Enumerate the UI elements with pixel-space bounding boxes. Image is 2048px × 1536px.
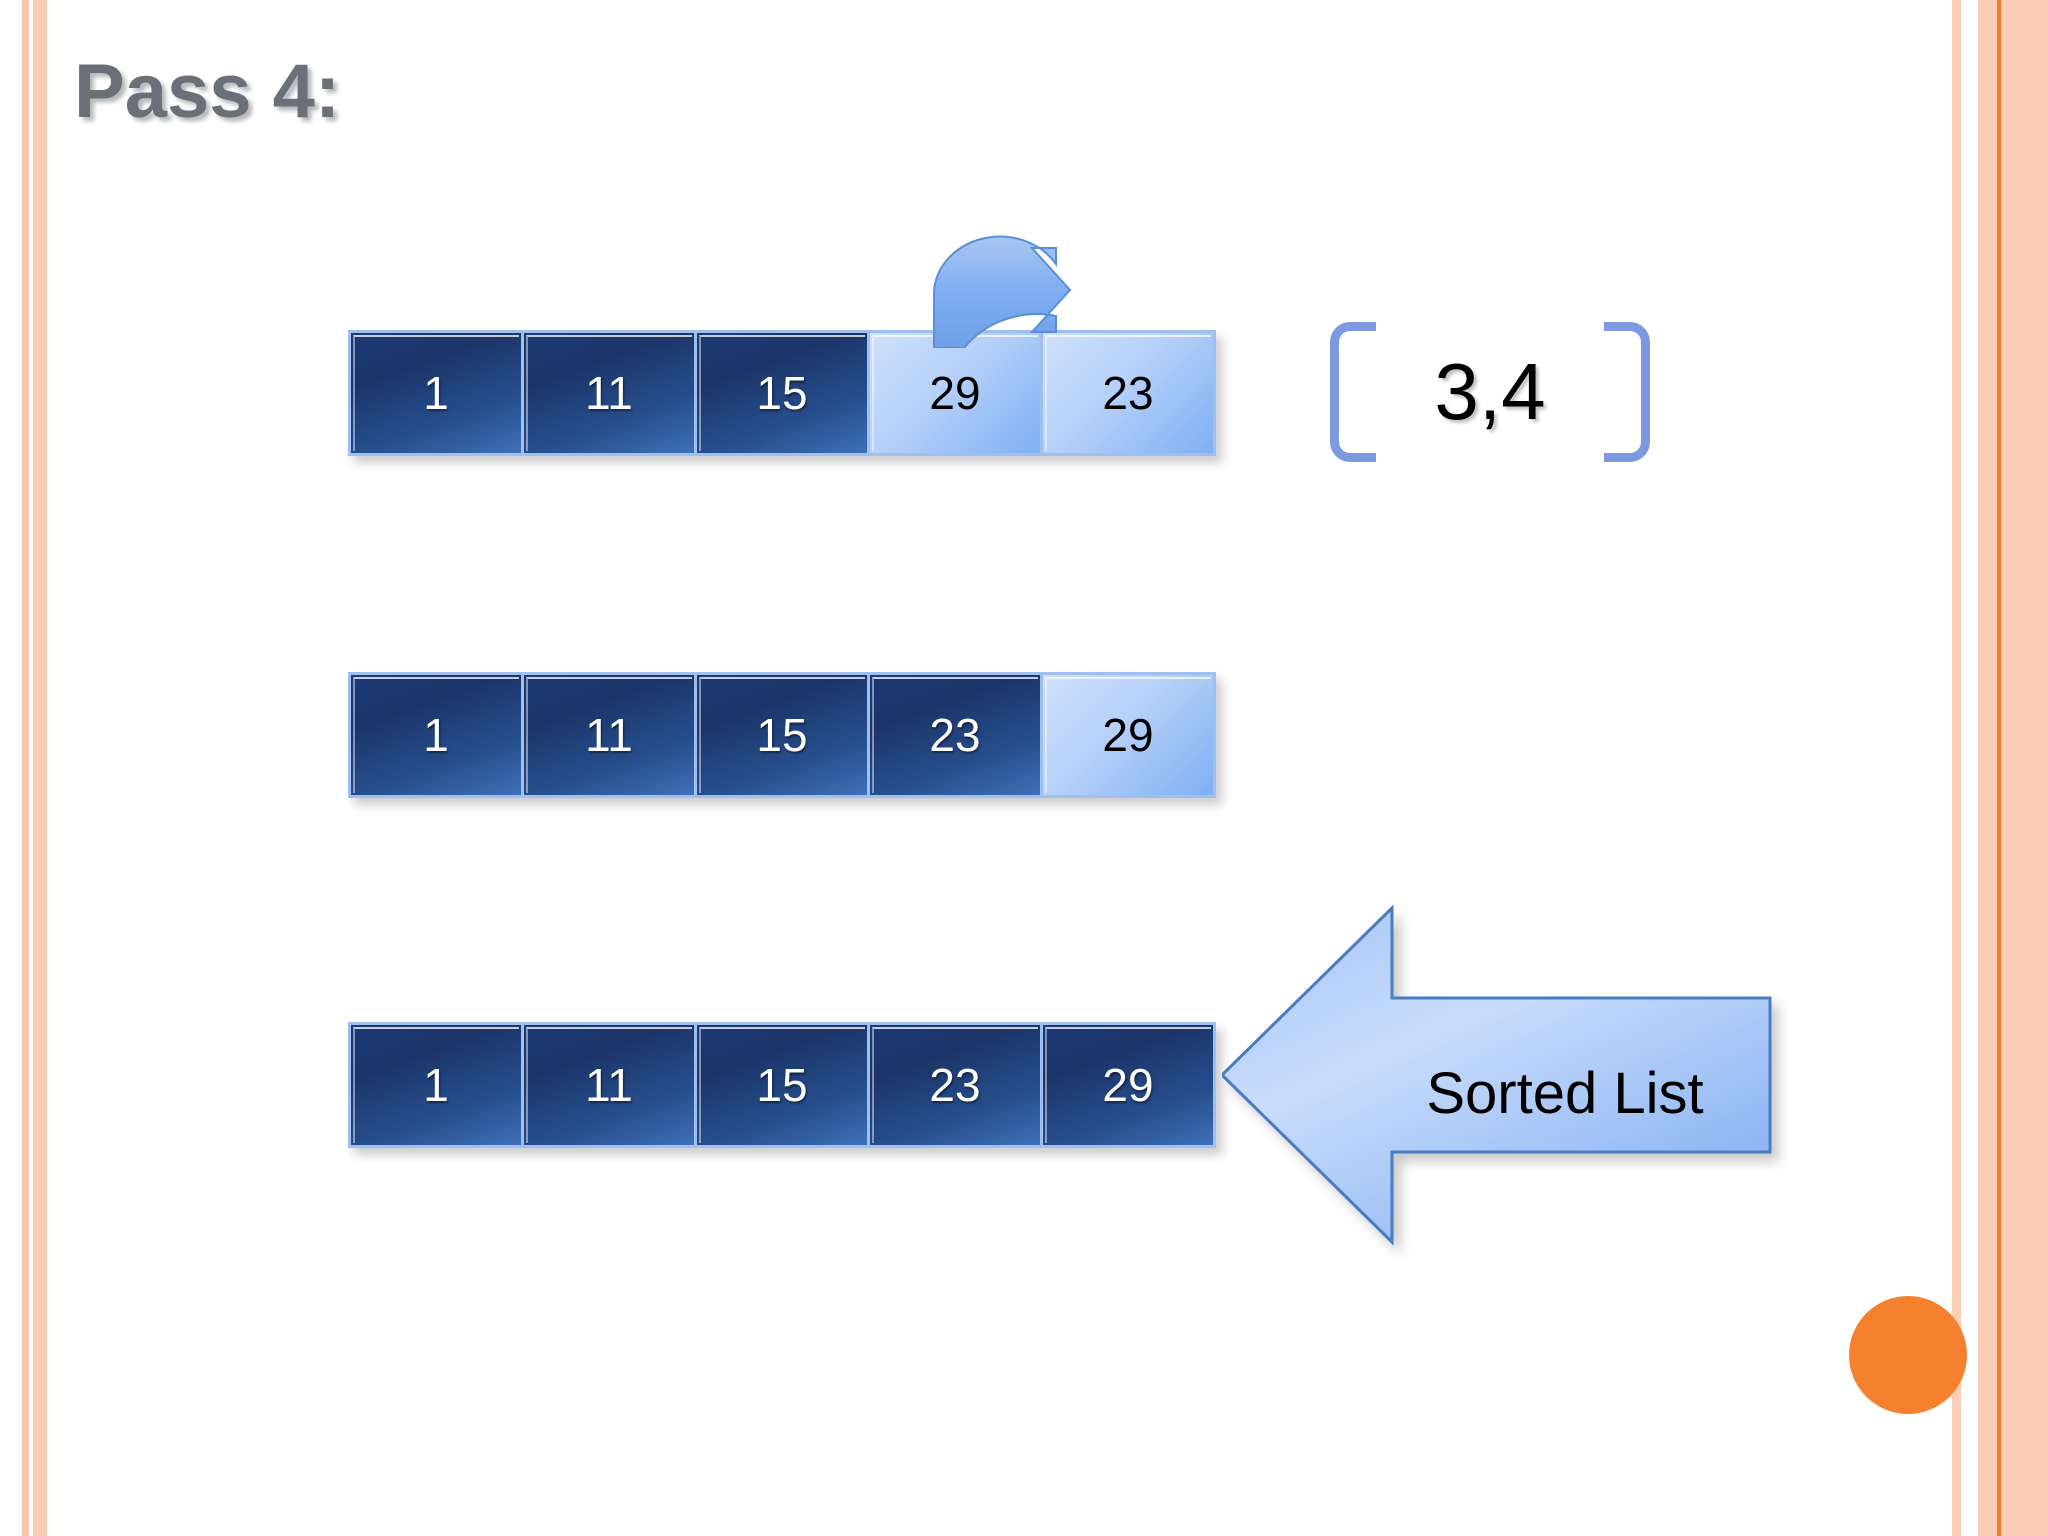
array-row-after-swap: 1 11 15 23 29 (348, 672, 1216, 798)
index-bracket-group: 3,4 (1330, 322, 1650, 462)
array-cell[interactable]: 11 (521, 330, 697, 456)
array-cell[interactable]: 1 (348, 672, 524, 798)
array-cell[interactable]: 1 (348, 1022, 524, 1148)
array-row-final-sorted: 1 11 15 23 29 (348, 1022, 1216, 1148)
right-border-stripe-thin (1952, 0, 1961, 1536)
array-cell[interactable]: 11 (521, 1022, 697, 1148)
array-cell-highlighted[interactable]: 29 (867, 330, 1043, 456)
close-bracket-icon (1604, 322, 1650, 462)
array-cell[interactable]: 15 (694, 672, 870, 798)
array-cell-value: 11 (585, 1059, 633, 1111)
array-cell[interactable]: 29 (1040, 1022, 1216, 1148)
array-row-before-swap: 1 11 15 29 23 (348, 330, 1216, 456)
array-cell-value: 29 (929, 367, 981, 419)
swap-arc-arrow-icon (933, 235, 1072, 348)
array-cell[interactable]: 23 (867, 672, 1043, 798)
array-cell[interactable]: 23 (867, 1022, 1043, 1148)
array-cell-value: 29 (1102, 709, 1154, 761)
array-cell-value: 1 (423, 367, 449, 419)
sorted-list-arrow-icon (1222, 904, 1772, 1246)
array-cell-value: 15 (756, 1059, 808, 1111)
array-cell-value: 1 (423, 709, 449, 761)
array-cell-highlighted[interactable]: 23 (1040, 330, 1216, 456)
array-cell-value: 23 (929, 709, 981, 761)
array-cell-highlighted[interactable]: 29 (1040, 672, 1216, 798)
open-bracket-icon (1330, 322, 1376, 462)
array-cell-value: 11 (585, 367, 633, 419)
array-cell-value: 29 (1102, 1059, 1154, 1111)
page-title: Pass 4: (74, 49, 341, 134)
left-border-stripe-outer (22, 0, 29, 1536)
right-border-accent-line (1997, 0, 2001, 1536)
array-cell[interactable]: 11 (521, 672, 697, 798)
array-cell[interactable]: 1 (348, 330, 524, 456)
array-cell[interactable]: 15 (694, 1022, 870, 1148)
array-cell-value: 15 (756, 709, 808, 761)
array-cell-value: 1 (423, 1059, 449, 1111)
left-border-stripe-inner (33, 0, 47, 1536)
orange-circle-decoration (1849, 1296, 1967, 1414)
right-border-band (1978, 0, 2048, 1536)
index-pair-label: 3,4 (1434, 347, 1546, 436)
array-cell[interactable]: 15 (694, 330, 870, 456)
array-cell-value: 15 (756, 367, 808, 419)
array-cell-value: 23 (1102, 367, 1154, 419)
array-cell-value: 11 (585, 709, 633, 761)
array-cell-value: 23 (929, 1059, 981, 1111)
